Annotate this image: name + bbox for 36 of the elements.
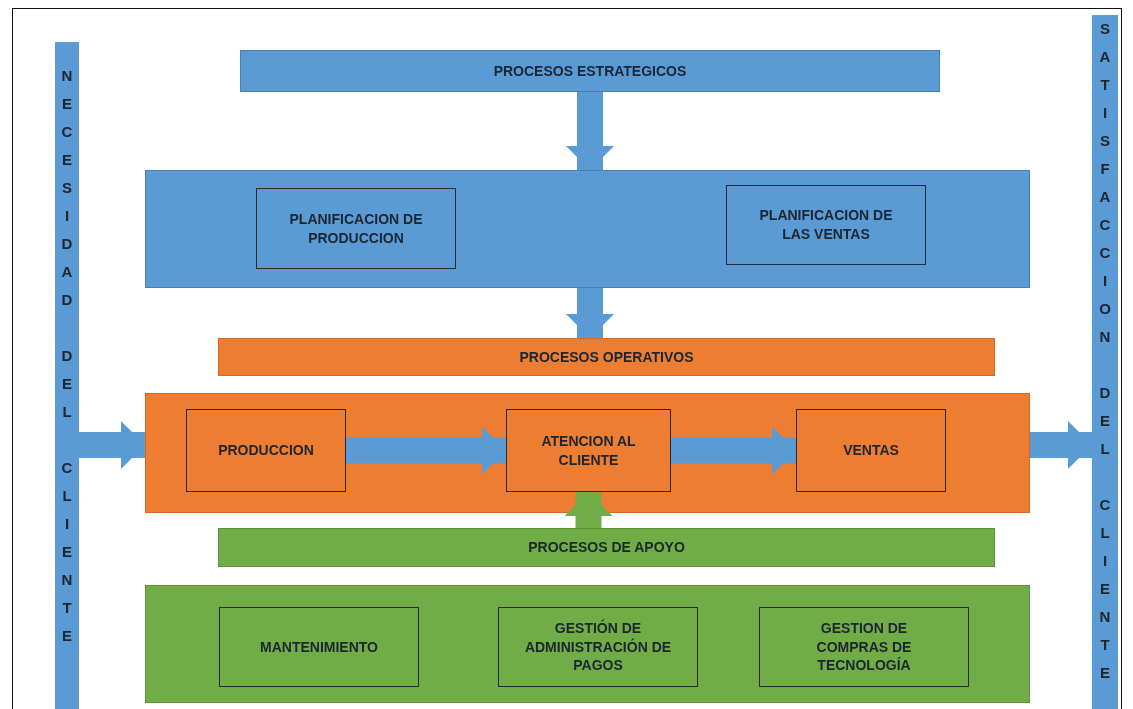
process-label: GESTIÓN DE ADMINISTRACIÓN DE PAGOS [523, 618, 673, 676]
process-header-bar [218, 528, 995, 567]
vertical-label: NECESIDAD DEL CLIENTE [61, 66, 73, 646]
process-label: ATENCION AL CLIENTE [540, 431, 637, 470]
process-label: GESTION DE COMPRAS DE TECNOLOGÍA [815, 618, 913, 676]
process-panel [145, 393, 1030, 513]
process-label: MANTENIMIENTO [260, 637, 378, 657]
block-arrow [79, 421, 145, 469]
vertical-label: SATISFACCION DEL CLIENTE [1099, 19, 1111, 683]
process-box [219, 607, 419, 687]
process-header-bar [240, 50, 940, 92]
process-box [498, 607, 698, 687]
process-label: PROCESOS ESTRATEGICOS [493, 61, 687, 81]
process-label: VENTAS [843, 441, 899, 460]
vertical-banner [55, 42, 79, 709]
process-box [759, 607, 969, 687]
process-panel [145, 585, 1030, 703]
process-box [726, 185, 926, 265]
process-header-bar [218, 338, 995, 376]
block-arrow [671, 426, 796, 475]
block-arrow [564, 492, 613, 528]
process-label: PROCESOS OPERATIVOS [519, 347, 694, 367]
process-box [796, 409, 946, 492]
block-arrow [566, 92, 614, 170]
vertical-banner [1092, 15, 1118, 709]
process-box [506, 409, 671, 492]
block-arrow [1030, 421, 1092, 469]
process-panel [145, 170, 1030, 288]
process-label: PLANIFICACION DE LAS VENTAS [758, 206, 894, 244]
block-arrow [346, 426, 506, 475]
process-box [186, 409, 346, 492]
process-label: PLANIFICACION DE PRODUCCION [288, 209, 424, 248]
block-arrow [566, 288, 614, 338]
process-label: PROCESOS DE APOYO [528, 538, 685, 557]
process-label: PRODUCCION [218, 441, 314, 460]
process-box [256, 188, 456, 269]
